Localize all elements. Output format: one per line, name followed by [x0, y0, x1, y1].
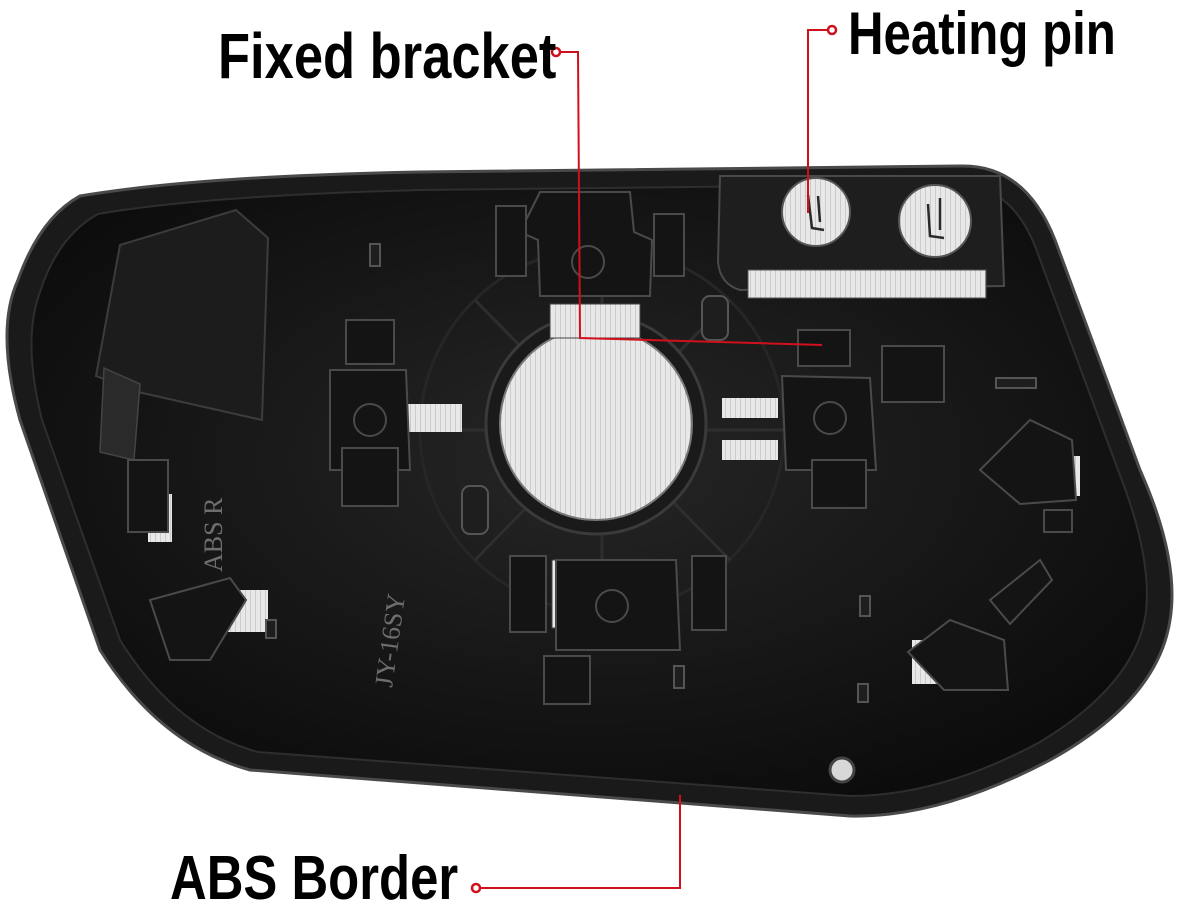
left-raised-housing [94, 208, 270, 422]
mounting-posts [265, 243, 1037, 703]
callout-dot-heating-pin [826, 24, 838, 36]
callout-line-heating-pin [807, 29, 830, 213]
callout-endpoints [470, 24, 838, 894]
callout-dot-abs-border [470, 882, 482, 894]
callout-label-fixed-bracket: Fixed bracket [218, 20, 557, 92]
callout-dot-fixed-bracket [550, 46, 562, 58]
callout-lines [480, 29, 830, 889]
callout-line-fixed-bracket [560, 51, 823, 346]
callout-label-heating-pin: Heating pin [848, 0, 1116, 67]
border-screw-hole [828, 756, 856, 784]
heating-pin-panel [716, 175, 1006, 299]
fixed-bracket-clips [127, 191, 1078, 705]
engraved-material-mark: ABS R [199, 497, 228, 572]
callout-label-abs-border: ABS Border [170, 844, 459, 911]
callout-line-abs-border [480, 795, 681, 889]
